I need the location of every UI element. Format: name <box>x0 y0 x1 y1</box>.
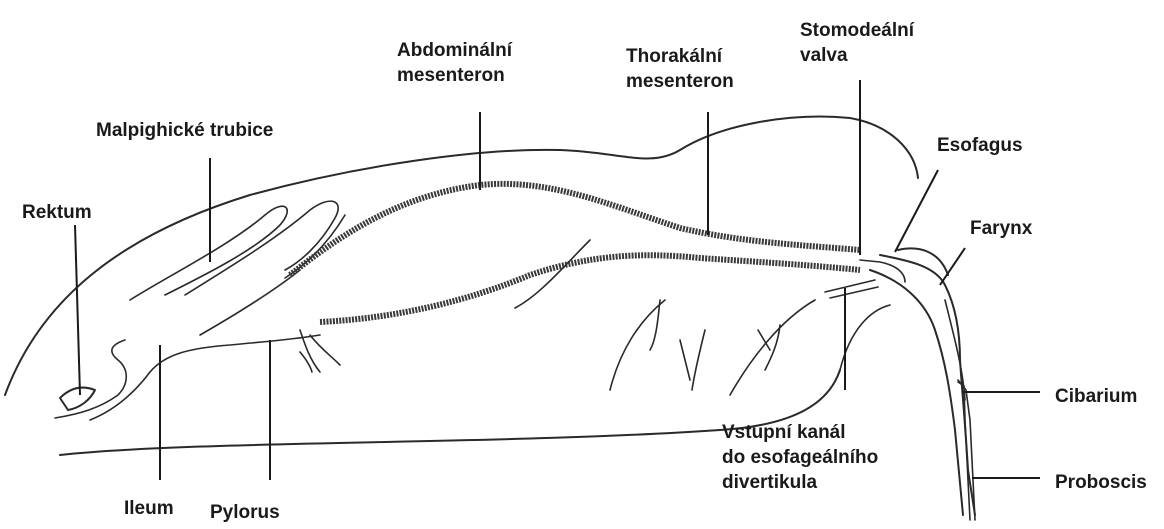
label-stomodeal-valve: Stomodeální valva <box>800 18 914 68</box>
label-diverticulum-canal: Vstupní kanál do esofageálního divertiku… <box>722 420 878 495</box>
label-rectum: Rektum <box>22 200 92 225</box>
label-esophagus: Esofagus <box>937 133 1023 158</box>
leader-rectum <box>75 225 80 395</box>
label-cibarium: Cibarium <box>1055 384 1137 409</box>
label-thoracic-mesenteron: Thorakální mesenteron <box>626 44 734 94</box>
label-pylorus: Pylorus <box>210 500 280 525</box>
label-pharynx: Farynx <box>970 216 1032 241</box>
head-and-proboscis <box>870 248 975 520</box>
label-malpighian-tubules: Malpighické trubice <box>96 118 273 143</box>
body-outline <box>5 117 918 455</box>
label-abdominal-mesenteron: Abdominální mesenteron <box>397 38 512 88</box>
malpighian-tubules <box>130 201 345 335</box>
label-ileum: Ileum <box>124 496 174 521</box>
rectum-structure <box>55 335 320 420</box>
leader-esophagus <box>895 170 938 252</box>
label-proboscis: Proboscis <box>1055 470 1147 495</box>
